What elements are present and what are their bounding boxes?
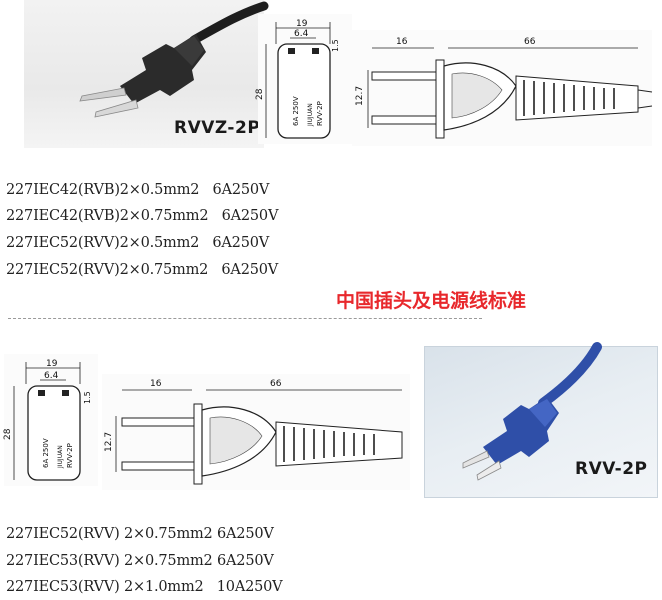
spec-line: 227IEC52(RVV)2×0.5mm2 6A250V [6,235,270,251]
plug-illustration-blue [462,342,602,481]
dashed-divider [8,318,482,319]
face-model: RVV-2P [316,101,324,126]
dim-cord-guard: 66 [270,379,282,389]
dim-height: 28 [3,428,13,440]
dim-pin-length: 16 [396,37,408,47]
spec-line: 227IEC52(RVV)2×0.75mm2 6A250V [6,262,279,278]
plug-illustration-black [79,1,269,118]
dim-pin-width: 12.7 [104,432,114,452]
dim-width: 19 [46,359,58,369]
spec-line: 227IEC42(RVB)2×0.5mm2 6A250V [6,182,270,198]
dim-height: 28 [255,88,265,100]
face-brand: JIUJUAN [307,103,314,127]
dim-pin-spacing: 6.4 [44,371,59,381]
spec-line: 227IEC53(RVV) 2×0.75mm2 6A250V [6,553,274,569]
dim-pin-spacing: 6.4 [294,29,309,39]
face-rating: 6A 250V [292,96,300,126]
plug-face-diagram-top: 19 6.4 1.5 28 6A 250V JIUJUAN RVV-2P [255,14,352,144]
dim-pin-thickness: 1.5 [331,39,340,52]
dim-pin-width: 12.7 [355,86,365,106]
spec-line: 227IEC52(RVV) 2×0.75mm2 6A250V [6,526,274,542]
section-heading: 中国插头及电源线标准 [336,290,527,312]
model-label: RVV-2P [575,459,648,479]
spec-line: 227IEC42(RVB)2×0.75mm2 6A250V [6,208,279,224]
dim-width: 19 [296,19,308,29]
dim-pin-thickness: 1.5 [83,391,92,404]
dim-cord-guard: 66 [524,37,536,47]
spec-line: 227IEC53(RVV) 2×1.0mm2 10A250V [6,579,283,595]
face-brand: JIUJUAN [57,445,64,469]
face-rating: 6A 250V [42,438,50,468]
dim-pin-length: 16 [150,379,162,389]
face-model: RVV-2P [66,443,74,468]
plug-photo-rvvz: RVVZ-2P [24,0,269,148]
plug-photo-rvv: RVV-2P [424,342,658,498]
plug-face-diagram-bottom: 19 6.4 1.5 28 6A 250V JIUJUAN RVV-2P [3,354,98,486]
model-label: RVVZ-2P [174,118,261,138]
plug-side-diagram-bottom: 16 66 12.7 [102,374,410,490]
plug-side-diagram-top: 16 66 12.7 [352,30,653,146]
